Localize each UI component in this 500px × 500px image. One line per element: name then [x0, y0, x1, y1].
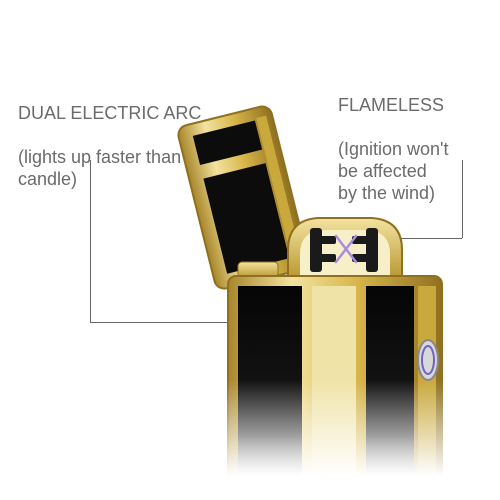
electrode-right — [366, 228, 378, 272]
callout-title: DUAL ELECTRIC ARC — [18, 103, 202, 123]
lighter-body — [227, 275, 443, 500]
body-black-panel-right — [366, 286, 414, 500]
callout-detail: (Ignition won't be affected by the wind) — [338, 139, 449, 203]
lighter-lid — [177, 105, 309, 290]
lid-black-panel-top — [192, 120, 263, 166]
callout-detail: (lights up faster than a candle) — [18, 147, 196, 189]
leader-line-right-vertical — [462, 160, 463, 238]
arc-housing — [287, 217, 403, 281]
body-black-panel-left — [238, 286, 302, 500]
callout-title: FLAMELESS — [338, 95, 445, 115]
callout-flameless: FLAMELESS (Ignition won't be affected by… — [338, 72, 498, 226]
electrode-left — [310, 228, 322, 272]
callout-dual-electric-arc: DUAL ELECTRIC ARC (lights up faster than… — [18, 80, 258, 212]
lid-black-panel-bottom — [203, 163, 290, 274]
power-button-icon[interactable] — [417, 339, 439, 381]
plasma-arc — [334, 234, 358, 264]
leader-line-left-vertical — [90, 160, 91, 322]
leader-line-right-horizontal — [400, 238, 462, 239]
leader-line-left-horizontal — [90, 322, 228, 323]
